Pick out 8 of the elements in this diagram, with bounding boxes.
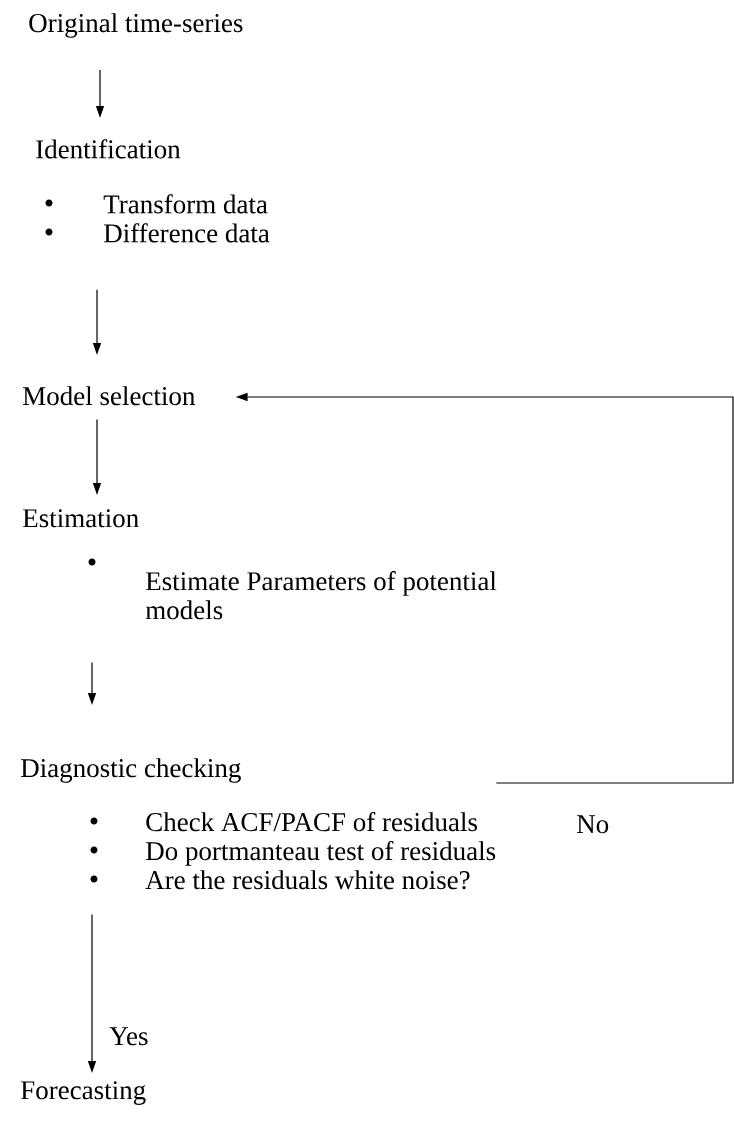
edge-label: No [575, 814, 611, 835]
step-label: Model selection [23, 386, 196, 406]
flow-step: Identification Transform data Difference data [36, 139, 270, 243]
flow-step: Diagnostic checking Check ACF/PACF of residuals Do portmanteau test of residuals Are the residuals white noise? [21, 758, 496, 890]
flow-step: Estimation Estimate Parameters of potential models [23, 509, 497, 620]
step-label: Original time-series [29, 13, 243, 38]
edge-label: Yes [108, 1026, 150, 1047]
step-label: Forecasting [21, 1081, 146, 1105]
